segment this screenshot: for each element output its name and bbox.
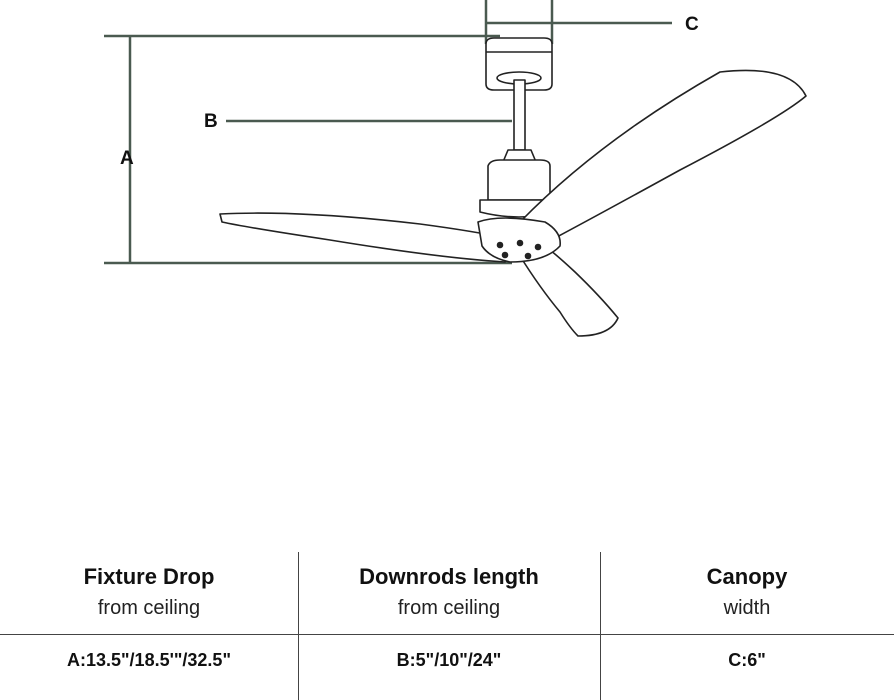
spec-column-subtitle: from ceiling [397,597,501,619]
spec-column-subtitle: width [723,597,771,619]
spec-value-canopy: C:6" [728,650,766,670]
fan-hub-screw [524,252,532,260]
fan-blade-bottom [519,249,619,337]
spec-column-title: Downrods length [359,564,539,589]
fan-hub-screw [516,239,524,247]
dimension-lines [104,0,672,265]
spec-column-title: Fixture Drop [83,564,215,589]
ceiling-fan-diagram: A B C [104,0,807,337]
row-divider [0,634,894,635]
fan-downrod [513,79,526,151]
spec-table: Fixture Drop from ceiling Downrods lengt… [0,552,894,700]
column-divider [600,552,601,700]
fan-hub-screw [501,251,509,259]
spec-column-downrods-length: Downrods length from ceiling [298,552,600,620]
dimension-c-label: C [685,14,699,35]
fan-outline [219,37,807,337]
fan-blade-right [519,69,807,239]
spec-column-title: Canopy [706,564,788,589]
fan-hub-screw [496,241,504,249]
dimension-b-label: B [204,111,218,132]
fan-blade-left [219,212,516,263]
fan-motor-housing [487,159,551,201]
spec-value-fixture-drop: A:13.5"/18.5'"/32.5" [67,650,231,670]
fan-hub-screw [534,243,542,251]
spec-value-downrods-length: B:5"/10"/24" [396,650,502,670]
dimension-a-label: A [120,148,134,169]
spec-column-fixture-drop: Fixture Drop from ceiling [0,552,298,620]
column-divider [298,552,299,700]
spec-column-subtitle: from ceiling [97,597,201,619]
spec-column-canopy: Canopy width [600,552,894,620]
